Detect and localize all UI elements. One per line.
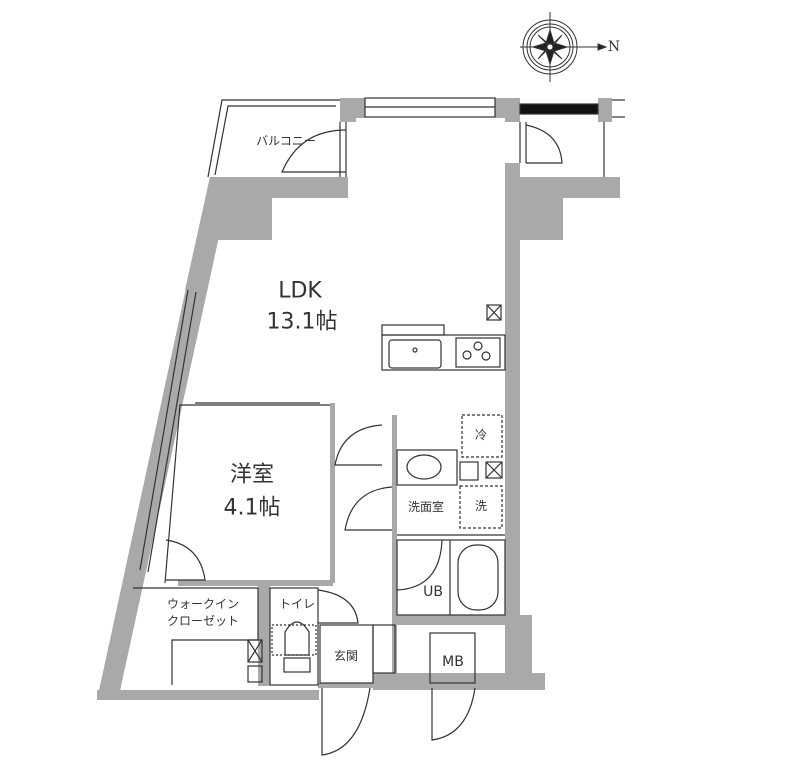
fridge-space [461, 414, 503, 458]
stove [455, 337, 501, 368]
partition [318, 683, 373, 688]
window-black [519, 103, 599, 115]
washer-space [459, 485, 503, 529]
balcony-label: バルコニー [256, 134, 316, 149]
bottom-wall-right [373, 673, 545, 690]
walk-in-closet-label-1: ウォークイン [166, 597, 240, 612]
meter-box-label: MB [442, 653, 464, 670]
bottom-wall-left [97, 690, 319, 700]
compass-icon [520, 12, 608, 82]
partition [178, 580, 333, 586]
partition [258, 586, 270, 686]
ldk-size: 13.1帖 [266, 309, 338, 335]
counter-top [381, 324, 445, 336]
duct [486, 304, 502, 321]
balcony-rail [207, 99, 340, 178]
partition [392, 615, 505, 625]
door-swing [525, 124, 563, 164]
ldk-label: LDK [278, 278, 322, 304]
washroom-label: 洗面室 [407, 500, 445, 515]
left-outer-wall [97, 177, 232, 700]
right-wall [505, 163, 620, 690]
door-swing [281, 129, 347, 173]
toilet-bowl [284, 621, 310, 656]
walls [97, 98, 620, 700]
compass-north-label: N [607, 38, 621, 55]
balcony-rail [214, 105, 336, 176]
sink [388, 339, 442, 369]
bath-label: UB [423, 583, 443, 600]
fixtures [133, 97, 625, 756]
bedroom-size: 4.1帖 [223, 495, 281, 521]
bathtub [457, 544, 499, 611]
washbasin [406, 454, 442, 480]
fridge-label: 冷 [474, 428, 488, 443]
kitchen-counter [381, 334, 506, 371]
top-wall-block [495, 98, 520, 122]
bedroom-label: 洋室 [229, 462, 275, 488]
washer-label: 洗 [474, 499, 488, 514]
top-wall-block [340, 98, 365, 122]
partition [330, 403, 335, 583]
walk-in-closet-label-2: クローゼット [166, 614, 240, 629]
top-wall-block [598, 98, 612, 122]
entrance-label: 玄関 [333, 649, 359, 664]
toilet-label: トイレ [278, 597, 316, 612]
partition [392, 415, 397, 675]
